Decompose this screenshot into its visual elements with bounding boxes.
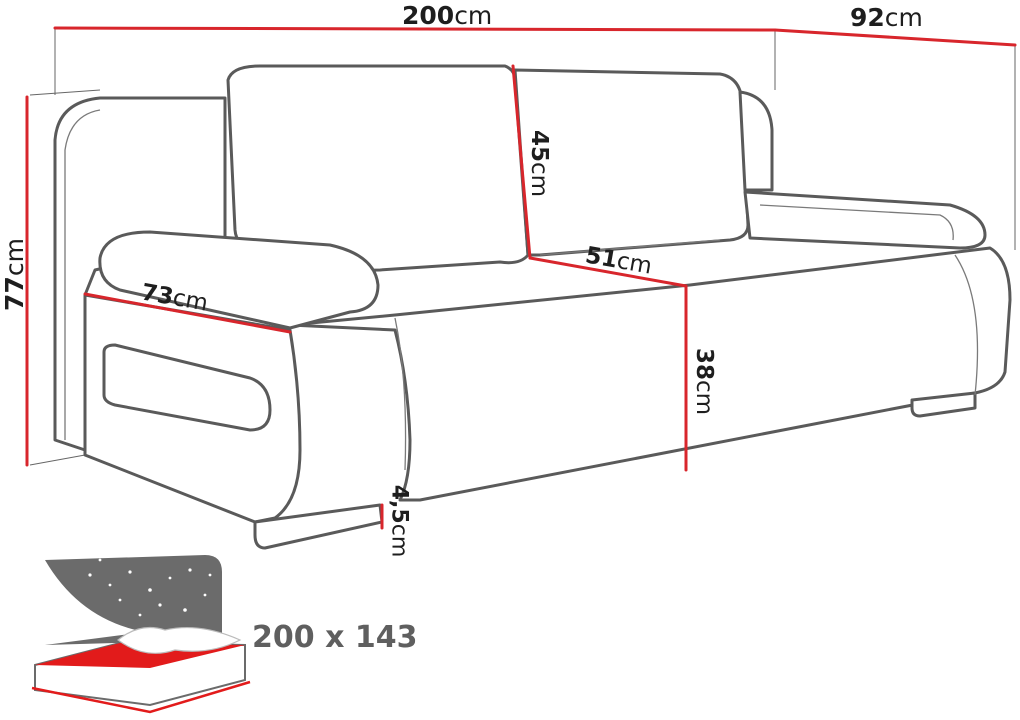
seat-depth-dimension-line (528, 256, 688, 288)
width-label: 200cm (402, 1, 493, 30)
dimension-lines (25, 26, 1017, 530)
bed-icon (31, 555, 251, 714)
depth-label: 92cm (850, 3, 923, 32)
width-dimension-line (53, 26, 777, 32)
seat-height-label: 38cm (691, 347, 718, 416)
backrest-height-label: 45cm (526, 129, 553, 198)
backrest-dimension-line (511, 64, 532, 260)
height-label: 77cm (0, 238, 29, 311)
armrest-dimension-line (83, 292, 292, 334)
depth-dimension-line (773, 28, 1017, 47)
sofa-detail-lines (64, 109, 979, 471)
sofa-outline (53, 64, 1012, 550)
extension-lines (29, 28, 1016, 466)
sleeping-area-label: 200 x 143 (252, 620, 418, 655)
leg-height-label: 4,5cm (386, 484, 412, 558)
